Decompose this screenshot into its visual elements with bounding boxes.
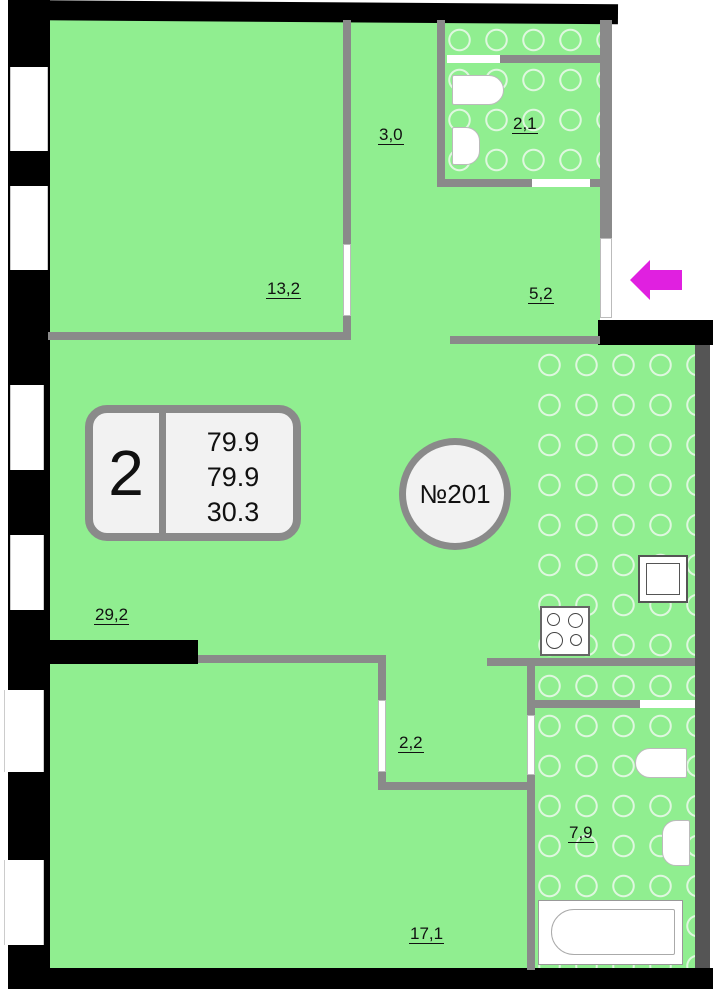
room-area-label: 17,1: [409, 924, 445, 944]
window: [10, 186, 48, 270]
window: [4, 860, 44, 945]
apartment-info-box: 2 79.9 79.9 30.3: [85, 405, 301, 541]
wc-door[interactable]: [532, 179, 590, 187]
exterior-wall-left: [8, 0, 50, 989]
toilet-icon: [635, 748, 687, 778]
entrance-arrow-icon: [630, 260, 682, 300]
bathroom-inner-opening: [640, 700, 695, 708]
exterior-wall-corner: [598, 320, 713, 345]
stove-icon: [540, 606, 590, 656]
window: [10, 67, 48, 151]
sink-icon: [662, 820, 690, 866]
total-area: 79.9: [206, 427, 260, 457]
wall: [500, 55, 600, 63]
exterior-wall-right-top: [600, 20, 612, 238]
wall: [535, 700, 640, 708]
bedroom-2-door[interactable]: [378, 700, 386, 772]
wall: [527, 665, 535, 970]
wall: [437, 20, 445, 187]
living-area: 30.3: [206, 497, 260, 527]
wall: [198, 655, 386, 663]
wall: [437, 179, 600, 187]
wall: [343, 20, 351, 340]
exterior-wall-right: [695, 345, 710, 970]
total-area-2: 79.9: [206, 462, 260, 492]
exterior-wall-bottom: [10, 968, 713, 989]
divider: [159, 413, 166, 533]
bathtub-icon: [538, 900, 683, 965]
toilet-icon: [452, 75, 504, 105]
room-area-label: 2,1: [512, 114, 538, 134]
apartment-number-badge: №201: [399, 438, 511, 550]
wall-stub: [48, 640, 198, 664]
entrance-door[interactable]: [600, 238, 612, 318]
room-area-label: 13,2: [266, 279, 302, 299]
bedroom-1-door[interactable]: [343, 244, 351, 316]
kitchen-sink-icon: [638, 555, 688, 603]
wc-inner-opening: [447, 55, 500, 63]
room-area-label: 7,9: [568, 823, 594, 843]
room-area-label: 3,0: [378, 125, 404, 145]
wall: [48, 332, 351, 340]
room-area-label: 29,2: [94, 605, 130, 625]
wall: [450, 336, 600, 344]
bathroom-door[interactable]: [527, 715, 535, 775]
window: [10, 535, 44, 610]
rooms-count: 2: [108, 437, 144, 509]
room-area-label: 5,2: [528, 284, 554, 304]
room-area-label: 2,2: [398, 733, 424, 753]
wall: [487, 658, 695, 666]
wall: [378, 782, 535, 790]
sink-icon: [452, 127, 480, 165]
exterior-wall-top: [9, 0, 619, 25]
apartment-number: №201: [406, 445, 504, 543]
window: [10, 385, 44, 470]
window: [4, 690, 44, 772]
